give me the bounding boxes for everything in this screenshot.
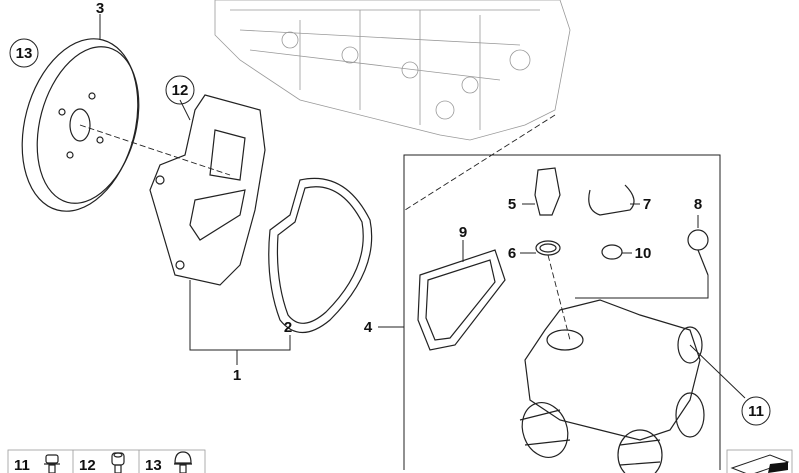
- callout-8: 8: [694, 196, 702, 213]
- legend-11: 11: [14, 457, 30, 473]
- pump-gasket: [268, 177, 373, 333]
- socket-head-bolt-icon: [111, 452, 125, 473]
- callout-7: 7: [643, 196, 651, 213]
- callout-11-circle: [741, 396, 771, 426]
- hex-bolt-icon: [174, 451, 192, 473]
- callout-4: 4: [364, 319, 373, 336]
- legend-13: 13: [145, 457, 162, 473]
- callout-2: 2: [284, 319, 292, 336]
- assembly-box: [403, 154, 721, 470]
- callout-3: 3: [96, 0, 104, 17]
- arrow-direction-icon: [726, 449, 793, 473]
- water-pump: [149, 94, 266, 286]
- pulley: [21, 38, 140, 212]
- flange-bolt-icon: [44, 454, 60, 473]
- cylinder-head: [214, 0, 571, 141]
- callout-10: 10: [635, 245, 652, 262]
- callout-13: 13: [16, 45, 33, 62]
- callout-1: 1: [233, 367, 241, 384]
- callout-9: 9: [459, 224, 467, 241]
- thermostat-housing: [519, 299, 705, 473]
- callout-5: 5: [508, 196, 516, 213]
- callout-12: 12: [172, 82, 189, 99]
- fastener-legend: 11 12 13: [7, 449, 206, 473]
- callout-11: 11: [748, 403, 764, 420]
- callout-13-circle: [9, 38, 39, 68]
- legend-12: 12: [79, 457, 96, 473]
- callout-12-circle: [165, 75, 195, 105]
- housing-gasket: [417, 249, 506, 351]
- callout-6: 6: [508, 245, 516, 262]
